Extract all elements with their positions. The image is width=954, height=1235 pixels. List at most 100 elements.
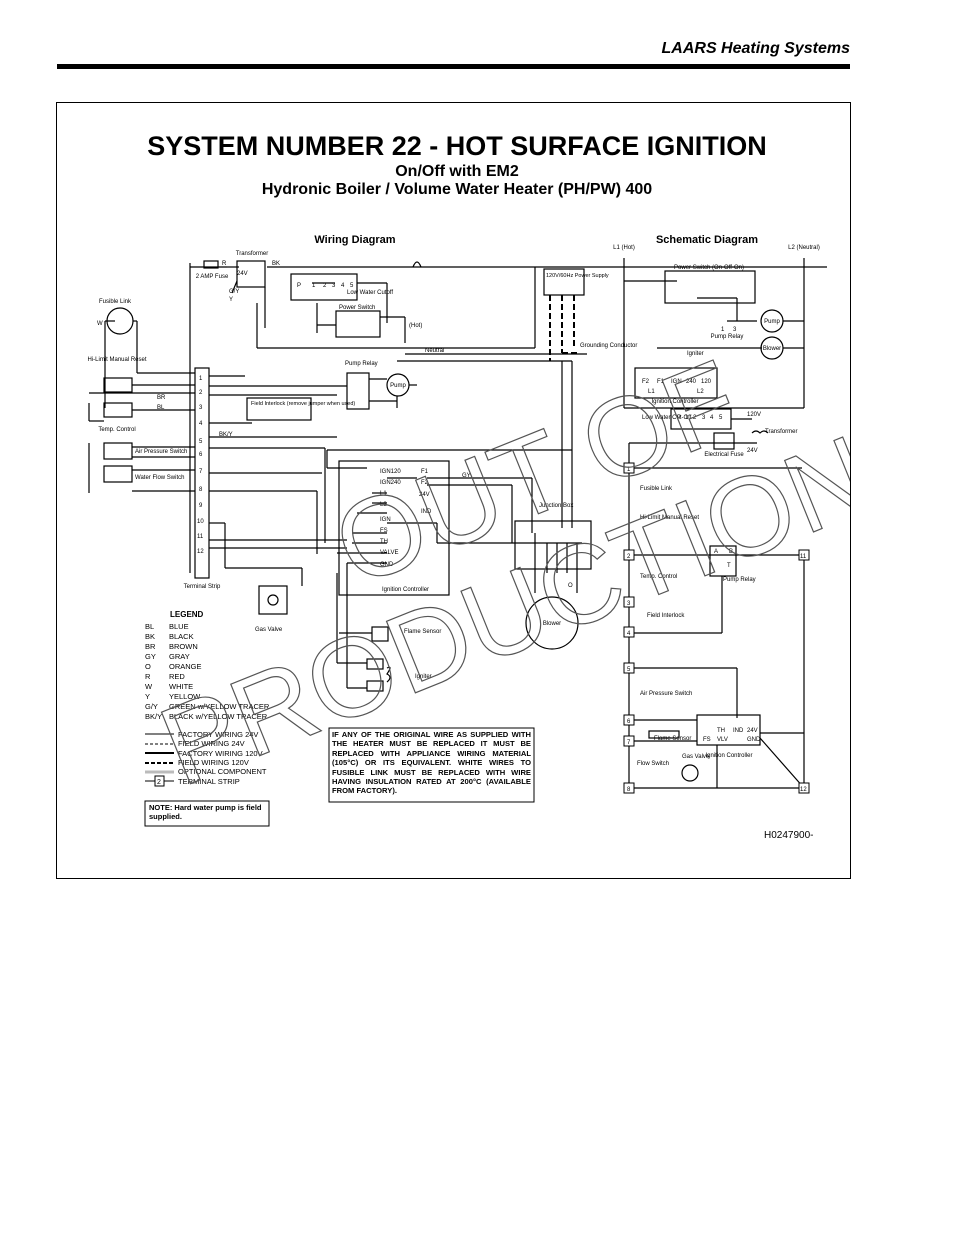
sch-air-pressure-label: Air Pressure Switch [640,691,692,697]
sch-ic-240: 240 [686,379,697,385]
wiring-diagram-heading: Wiring Diagram [314,234,395,246]
sch-lwco-4: 4 [710,415,714,421]
note-box [144,800,270,827]
ignition-controller-label: Ignition Controller [382,587,429,593]
legend-title: LEGEND [170,610,204,619]
hot-label: (Hot) [409,323,422,329]
power-supply-label: 120V/60Hz Power Supply [546,273,609,279]
sch-ladder-2: 2 [627,554,631,560]
sch-lwco-3: 3 [702,415,706,421]
schematic-diagram-heading: Schematic Diagram [656,234,758,246]
legend-name-orange: ORANGE [169,662,202,671]
sch-pump-relay-label: Pump Relay [711,334,744,340]
sch-flow-switch-label: Flow Switch [637,761,669,767]
wire-tag-br: BR [157,395,166,401]
sch-ic-vlv: VLV [717,737,728,743]
ic-terminal-l1: L1 [380,491,387,497]
legend-name-brown: BROWN [169,642,198,651]
strip-num-4: 4 [199,421,203,427]
wire-tag-gy: G/Y [229,289,239,295]
ic-terminal-f1: F1 [421,469,429,475]
transformer-label: Transformer [236,251,268,257]
diagram-subtitle-2: Hydronic Boiler / Volume Water Heater (P… [262,181,652,198]
legend-code-br: BR [145,642,156,651]
lwco-terminal-3: 3 [332,283,336,289]
strip-num-9: 9 [199,503,203,509]
sch-lwco-p: P [677,415,681,421]
note-text: NOTE: Hard water pump is field supplied. [149,803,262,821]
ic-terminal-fs: FS [380,528,388,534]
diagram-subtitle-1: On/Off with EM2 [395,163,519,180]
lwco-terminal-5: 5 [350,283,354,289]
sch-right-11: 11 [800,554,807,560]
legend-name-green-yellow: GREEN w/YELLOW TRACER [169,702,270,711]
sch-ladder-7: 7 [627,740,631,746]
legend-code-bk: BK [145,632,155,641]
legend-code-w: W [145,682,153,691]
temp-control-label: Temp. Control [98,427,135,433]
schematic-labels: L1 (Hot) L2 (Neutral) Power Switch (On-O… [613,245,820,793]
legend-name-blue: BLUE [169,622,189,631]
sch-lwco-5: 5 [719,415,723,421]
legend-code-r: R [145,672,151,681]
sch-hi-limit-label: Hi-Limit Manual Reset [640,515,699,521]
wire-tag-gray: GY [462,473,471,479]
wiring-diagram-svg: SYSTEM NUMBER 22 - HOT SURFACE IGNITION … [87,131,889,841]
field-interlock-label: Field Interlock (remove jumper when used… [251,401,355,407]
sch-ic-f2: F2 [642,379,650,385]
hi-limit-label: Hi-Limit Manual Reset [87,357,146,363]
sch-ic-fs: FS [703,737,711,743]
igniter-label: Igniter [415,674,432,680]
sch-blower-label: Blower [763,346,781,352]
schematic-lines [623,258,805,789]
wire-tag-24v: 24V [237,271,248,277]
warning-text-wrap: IF ANY OF THE ORIGINAL WIRE AS SUPPLIED … [332,730,531,795]
sch-low-water-label: Low Water Cut-Off [642,415,692,421]
legend-name-black-yellow: BLACK w/YELLOW TRACER [169,712,268,721]
sch-ladder-3: 3 [627,601,631,607]
strip-num-1: 1 [199,376,203,382]
sch-ignition-controller-bottom-label: Ignition Controller [705,753,752,759]
strip-num-7: 7 [199,469,203,475]
ic-terminal-valve: VALVE [380,550,398,556]
sch-ic-ind: IND [733,728,744,734]
strip-num-12: 12 [197,549,204,555]
legend-type-factory-24v: FACTORY WIRING 24V [178,730,258,739]
ic-terminal-th: TH [380,539,388,545]
ic-terminal-l2: L2 [380,502,387,508]
junction-box-label: Junction Box [539,503,573,509]
wire-tag-w: W [97,321,103,327]
sch-ic-ign: IGN [671,379,682,385]
sch-transformer-label: Transformer [765,429,797,435]
wiring-lines [88,260,827,692]
legend-code-bky: BK/Y [145,712,162,721]
l2-label: L2 (Neutral) [788,245,820,251]
sch-relay-t: T [727,563,731,569]
legend-code-gy: GY [145,652,156,661]
pump-relay-label: Pump Relay [345,361,378,367]
sch-ic-l1: L1 [648,389,655,395]
sch-fusible-link-label: Fusible Link [640,486,673,492]
grounding-conductor-label: Grounding Conductor [580,343,637,349]
sch-ic-120: 120 [701,379,712,385]
sch-pump-relay-bottom-label: Pump Relay [723,577,756,583]
wire-tag-o: O [568,583,573,589]
sch-igniter-label: Igniter [687,351,704,357]
gas-valve-label: Gas Valve [255,627,283,633]
lwco-terminal-p: P [297,283,301,289]
legend-strip-box [154,775,165,787]
terminal-strip-label: Terminal Strip [184,584,221,590]
sch-pump-label: Pump [764,319,780,325]
sch-ignition-controller-label: Ignition Controller [651,399,698,405]
legend-name-red: RED [169,672,185,681]
strip-num-8: 8 [199,487,203,493]
sch-ladder-8: 8 [627,787,631,793]
diagram-title: SYSTEM NUMBER 22 - HOT SURFACE IGNITION [147,131,767,161]
wire-tag-r: R [222,261,227,267]
note-text-wrap: NOTE: Hard water pump is field supplied. [149,803,262,821]
sch-contact-3: 3 [733,327,737,333]
water-flow-switch-label: Water Flow Switch [135,475,184,481]
sch-ladder-1: 1 [627,467,631,473]
drawing-number: H0247900- [764,830,813,841]
legend-strip-number: 2 [157,779,161,786]
